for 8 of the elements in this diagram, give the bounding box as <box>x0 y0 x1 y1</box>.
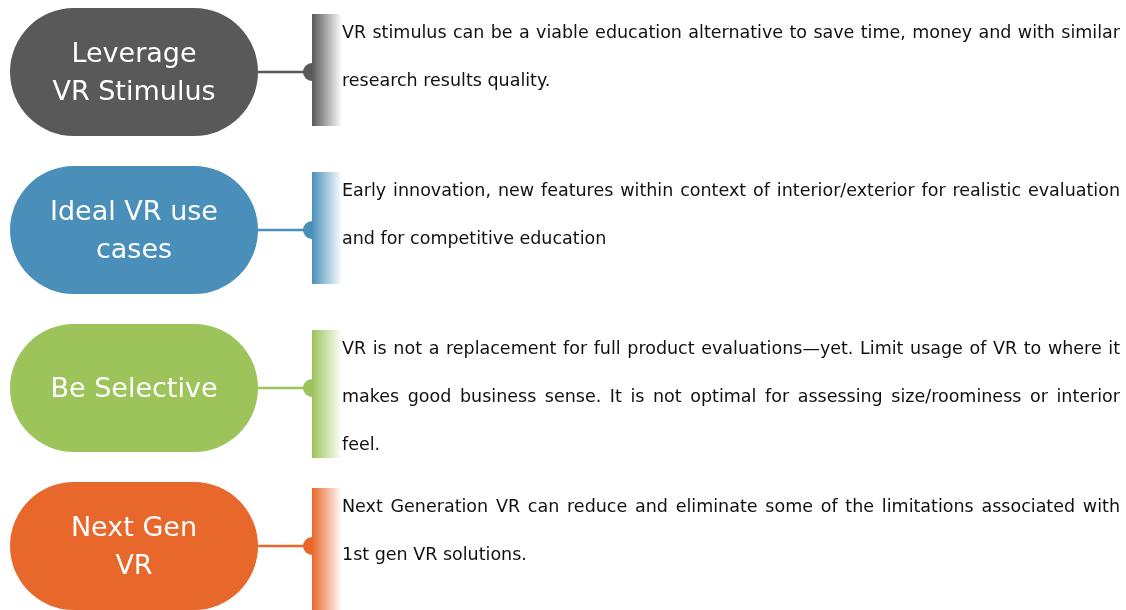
topic-pill: Leverage VR Stimulus <box>10 8 258 136</box>
description-text: Early innovation, new features within context of interior/exterior for realistic evaluation and for competitive education <box>342 179 1120 250</box>
description-text: VR stimulus can be a viable education alternative to save time, money and with similar research results quality. <box>342 21 1120 92</box>
topic-pill: Ideal VR use cases <box>10 166 258 294</box>
topic-pill: Next Gen VR <box>10 482 258 610</box>
description-text: VR is not a replacement for full product evaluations—yet. Limit usage of VR to where it makes good business sense. It is not optimal for assessing size/roominess or interior feel. <box>342 337 1120 456</box>
topic-pill: Be Selective <box>10 324 258 452</box>
description-text: Next Generation VR can reduce and eliminate some of the limitations associated with 1st gen VR solutions. <box>342 495 1120 566</box>
